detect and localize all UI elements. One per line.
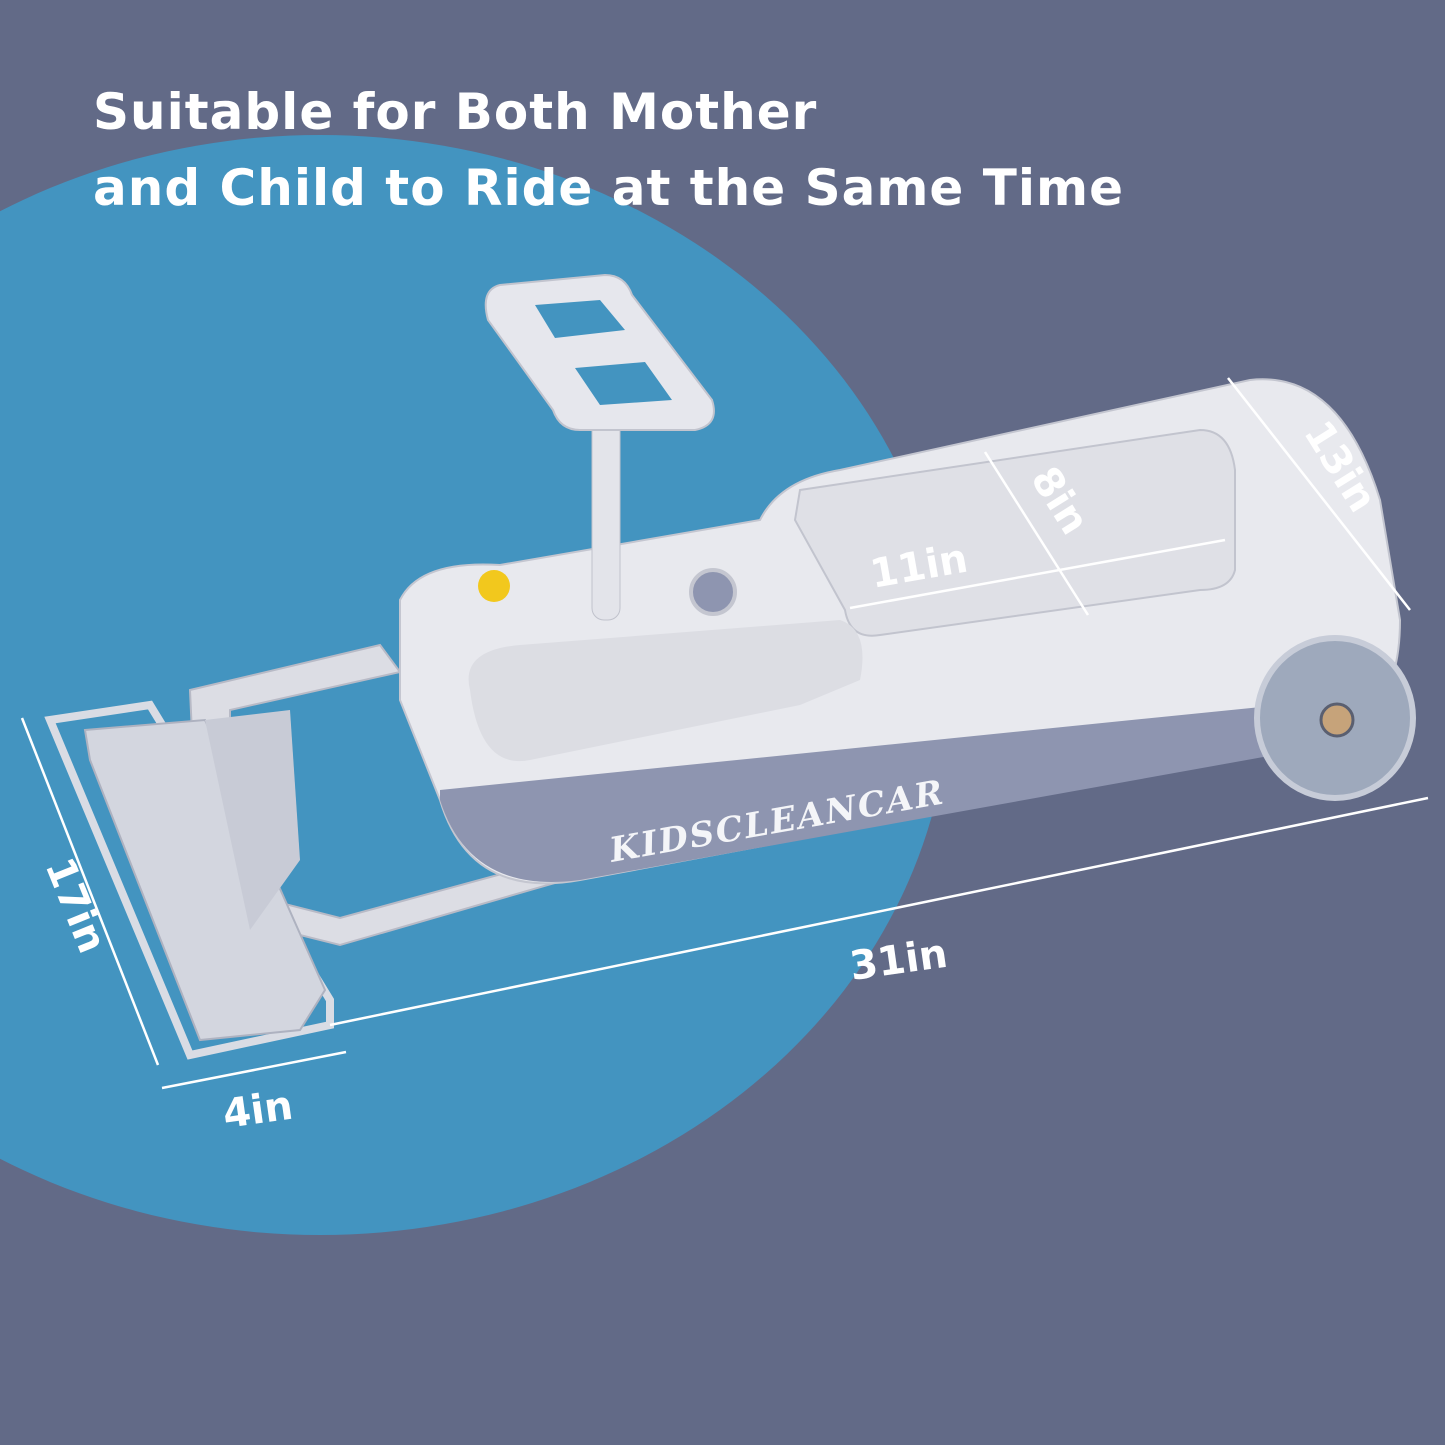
yellow-button xyxy=(478,570,510,602)
control-knob xyxy=(689,568,737,616)
scooter-body xyxy=(399,378,1402,885)
foot-pedal xyxy=(44,700,334,1060)
headline-line-1: Suitable for Both Mother xyxy=(93,83,818,141)
dimension-lines xyxy=(20,377,1429,1090)
rear-wheel xyxy=(1254,635,1416,801)
headline-line-2: and Child to Ride at the Same Time xyxy=(93,159,1124,217)
handle xyxy=(484,273,715,621)
dimension-pedal-width-label: 4in xyxy=(220,1083,296,1138)
headline: Suitable for Both Mother and Child to Ri… xyxy=(93,74,1124,226)
